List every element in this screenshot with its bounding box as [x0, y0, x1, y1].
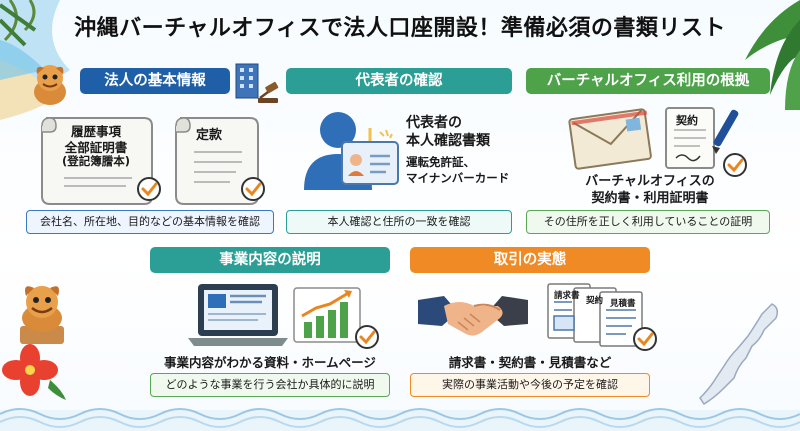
beach-scene-icon	[0, 0, 70, 120]
shisa-icon	[34, 65, 66, 105]
building-icon	[235, 63, 259, 99]
check-icon	[355, 325, 379, 349]
envelope-icon	[568, 108, 652, 170]
vo-label-line1: バーチャルオフィスの	[585, 174, 715, 189]
business-label: 事業内容がわかる資料・ホームページ	[164, 355, 376, 370]
check-icon	[723, 153, 747, 177]
caption-corporate: 会社名、所在地、目的などの基本情報を確認	[26, 210, 274, 234]
caption-representative: 本人確認と住所の一致を確認	[286, 210, 512, 234]
doc-registry-line3: (登記簿謄本)	[61, 154, 130, 168]
hibiscus-icon	[2, 344, 66, 400]
doc-invoice-label: 請求書	[554, 291, 580, 301]
gavel-icon	[258, 81, 279, 103]
doc-estimate-label: 見積書	[610, 299, 636, 309]
handshake-icon	[418, 296, 528, 336]
caption-business: どのような事業を行う会社か具体的に説明	[150, 373, 390, 397]
rep-label-line2: 本人確認書類	[406, 133, 490, 149]
doc-articles-label: 定款	[196, 128, 223, 143]
header-corporate: 法人の基本情報	[80, 68, 230, 94]
check-icon	[633, 327, 657, 351]
laptop-icon	[188, 284, 288, 346]
caption-transactions: 実際の事業活動や今後の予定を確認	[410, 373, 650, 397]
pen-icon	[712, 109, 739, 154]
chart-icon	[293, 287, 361, 343]
page-title: 沖縄バーチャルオフィスで法人口座開設！準備必須の書類リスト	[74, 16, 726, 41]
doc-registry-line2: 全部証明書	[64, 140, 128, 155]
transactions-label: 請求書・契約書・見積書など	[448, 355, 612, 370]
id-card-icon	[341, 128, 399, 185]
vo-label-line2: 契約書・利用証明書	[591, 191, 709, 206]
rep-sub-line1: 運転免許証、	[406, 155, 475, 169]
caption-virtual-office: その住所を正しく利用していることの証明	[526, 210, 770, 234]
document-stack-icon	[547, 283, 643, 347]
header-virtual-office: バーチャルオフィス利用の根拠	[526, 68, 770, 94]
check-icon	[241, 177, 265, 201]
contract-document-icon	[665, 107, 715, 169]
rep-label-line1: 代表者の	[406, 115, 462, 131]
contract-label: 契約	[676, 114, 698, 127]
wave-pattern-icon	[0, 408, 800, 431]
doc-registry-line1: 履歴事項	[70, 124, 121, 139]
shisa-icon	[20, 286, 64, 344]
check-icon	[137, 177, 161, 201]
okinawa-map-icon	[699, 303, 779, 406]
scroll-icon	[41, 117, 153, 205]
scroll-icon	[175, 117, 259, 205]
rep-sub-line2: マイナンバーカード	[406, 171, 510, 185]
palm-leaf-icon	[745, 0, 800, 110]
header-transactions: 取引の実態	[410, 247, 650, 273]
header-business: 事業内容の説明	[150, 247, 390, 273]
header-representative: 代表者の確認	[286, 68, 512, 94]
doc-contract-label: 契約	[586, 296, 604, 306]
